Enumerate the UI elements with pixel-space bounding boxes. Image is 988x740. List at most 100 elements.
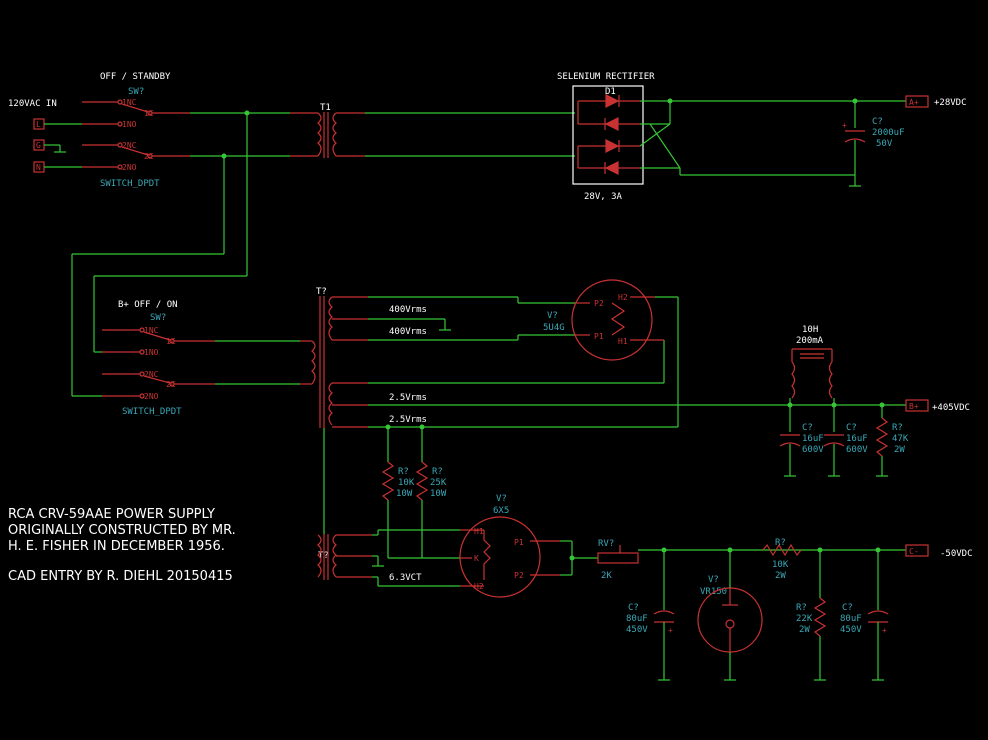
cminus-section: R? 10K 10W R? 25K 10W T? 6.3VCT V? 6X [317,424,973,681]
sw1-nc2: 2NC [122,141,137,150]
r5-watt: 2W [799,625,810,635]
l-connector-label: L [36,120,41,129]
r3-ref: R? [432,467,443,477]
c4-voltage: 450V [626,625,648,635]
sw1-c2: 2C [144,152,154,161]
6x5-p1: P1 [514,538,524,547]
c-minus-label: C- [909,547,919,556]
title-line-1: RCA CRV-59AAE POWER SUPPLY [8,507,215,522]
title-line-4: CAD ENTRY BY R. DIEHL 20150415 [8,569,233,584]
v1-ref: V? [547,311,558,321]
5u4g-p1: P1 [594,332,604,341]
r3-value: 25K [430,478,447,488]
v1-type: 5U4G [543,323,565,333]
c-minus-voltage: -50VDC [940,549,973,559]
c5-value: 80uF [840,614,862,624]
r2-watt: 10W [396,489,413,499]
svg-text:+: + [842,121,847,130]
rv-pot [597,552,639,564]
r1-value: 47K [892,434,909,444]
choke-current: 200mA [796,336,824,346]
selenium-title: SELENIUM RECTIFIER [557,72,655,82]
c1-voltage: 50V [876,139,893,149]
n-connector-label: N [36,163,41,172]
rectifier-rating: 28V, 3A [584,192,623,202]
r1-ref: R? [892,423,903,433]
g-connector-label: G [36,141,41,150]
choke-value: 10H [802,325,818,335]
5u4g-tube [571,279,653,361]
c3-value: 16uF [846,434,868,444]
a-plus-label: A+ [909,98,919,107]
a-plus-connector [905,95,929,108]
v63-label: 6.3VCT [389,573,422,583]
c2-ref: C? [802,423,813,433]
c5-ref: C? [842,603,853,613]
r5-value: 22K [796,614,813,624]
v400a-label: 400Vrms [389,305,427,315]
c4-value: 80uF [626,614,648,624]
sw2-c2: 2C [166,380,176,389]
r2-value: 10K [398,478,415,488]
selenium-rectifier: SELENIUM RECTIFIER 28V, 3A D1 [557,72,967,202]
c3-voltage: 600V [846,445,868,455]
svg-text:+: + [882,626,887,635]
sw2-nc2: 2NC [144,370,159,379]
r1-watt: 2W [894,445,905,455]
r4-watt: 2W [775,571,786,581]
rv-value: 2K [601,571,612,581]
rectifier-box [572,85,644,185]
sw2-type: SWITCH_DPDT [122,407,182,417]
r3-watt: 10W [430,489,447,499]
a-plus-voltage: +28VDC [934,98,967,108]
svg-text:+: + [668,626,673,635]
c3-ref: C? [846,423,857,433]
6x5-tube [459,516,541,598]
sw1-c1: 1C [144,109,154,118]
t2-ref: T? [316,287,327,297]
c-minus-connector [905,544,929,557]
sw2-c1: 1C [166,337,176,346]
input-label: 120VAC IN [8,99,57,109]
bplus-off-on-label: B+ OFF / ON [118,300,178,310]
6x5-p2: P2 [514,571,524,580]
sw1-nc1: 1NC [122,98,137,107]
c5-voltage: 450V [840,625,862,635]
d1-ref: D1 [605,87,616,97]
r4-ref: R? [775,538,786,548]
b-plus-label: B+ [909,402,919,411]
t1-ref: T1 [320,103,331,113]
r4-value: 10K [772,560,789,570]
sw1-type: SWITCH_DPDT [100,179,160,189]
v2-ref: V? [496,494,507,504]
5u4g-h2: H2 [618,293,628,302]
bplus-section: B+ OFF / ON SW? 1NC 1NO 1C 2NC 2NO 2C SW… [71,253,970,477]
title-block: RCA CRV-59AAE POWER SUPPLY ORIGINALLY CO… [8,507,236,584]
b-plus-voltage: +405VDC [932,403,970,413]
c1-ref: C? [872,117,883,127]
title-line-3: H. E. FISHER IN DECEMBER 1956. [8,539,225,554]
sw2-nc1: 1NC [144,326,159,335]
5u4g-h1: H1 [618,337,628,346]
r2-ref: R? [398,467,409,477]
v25b-label: 2.5Vrms [389,415,427,425]
sw2-ref: SW? [150,313,166,323]
sw2-no2: 2NO [144,392,159,401]
sw1-no1: 1NO [122,120,137,129]
b-plus-connector [905,399,929,412]
v25a-label: 2.5Vrms [389,393,427,403]
c4-ref: C? [628,603,639,613]
c2-value: 16uF [802,434,824,444]
5u4g-p2: P2 [594,299,604,308]
6x5-k: K [474,554,479,563]
sw2-no1: 1NO [144,348,159,357]
off-standby-label: OFF / STANDBY [100,72,171,82]
6x5-h1: H1 [474,527,484,536]
v2-type: 6X5 [493,506,509,516]
sw1-ref: SW? [128,87,144,97]
r5-ref: R? [796,603,807,613]
v400b-label: 400Vrms [389,327,427,337]
c1-value: 2000uF [872,128,905,138]
c2-voltage: 600V [802,445,824,455]
